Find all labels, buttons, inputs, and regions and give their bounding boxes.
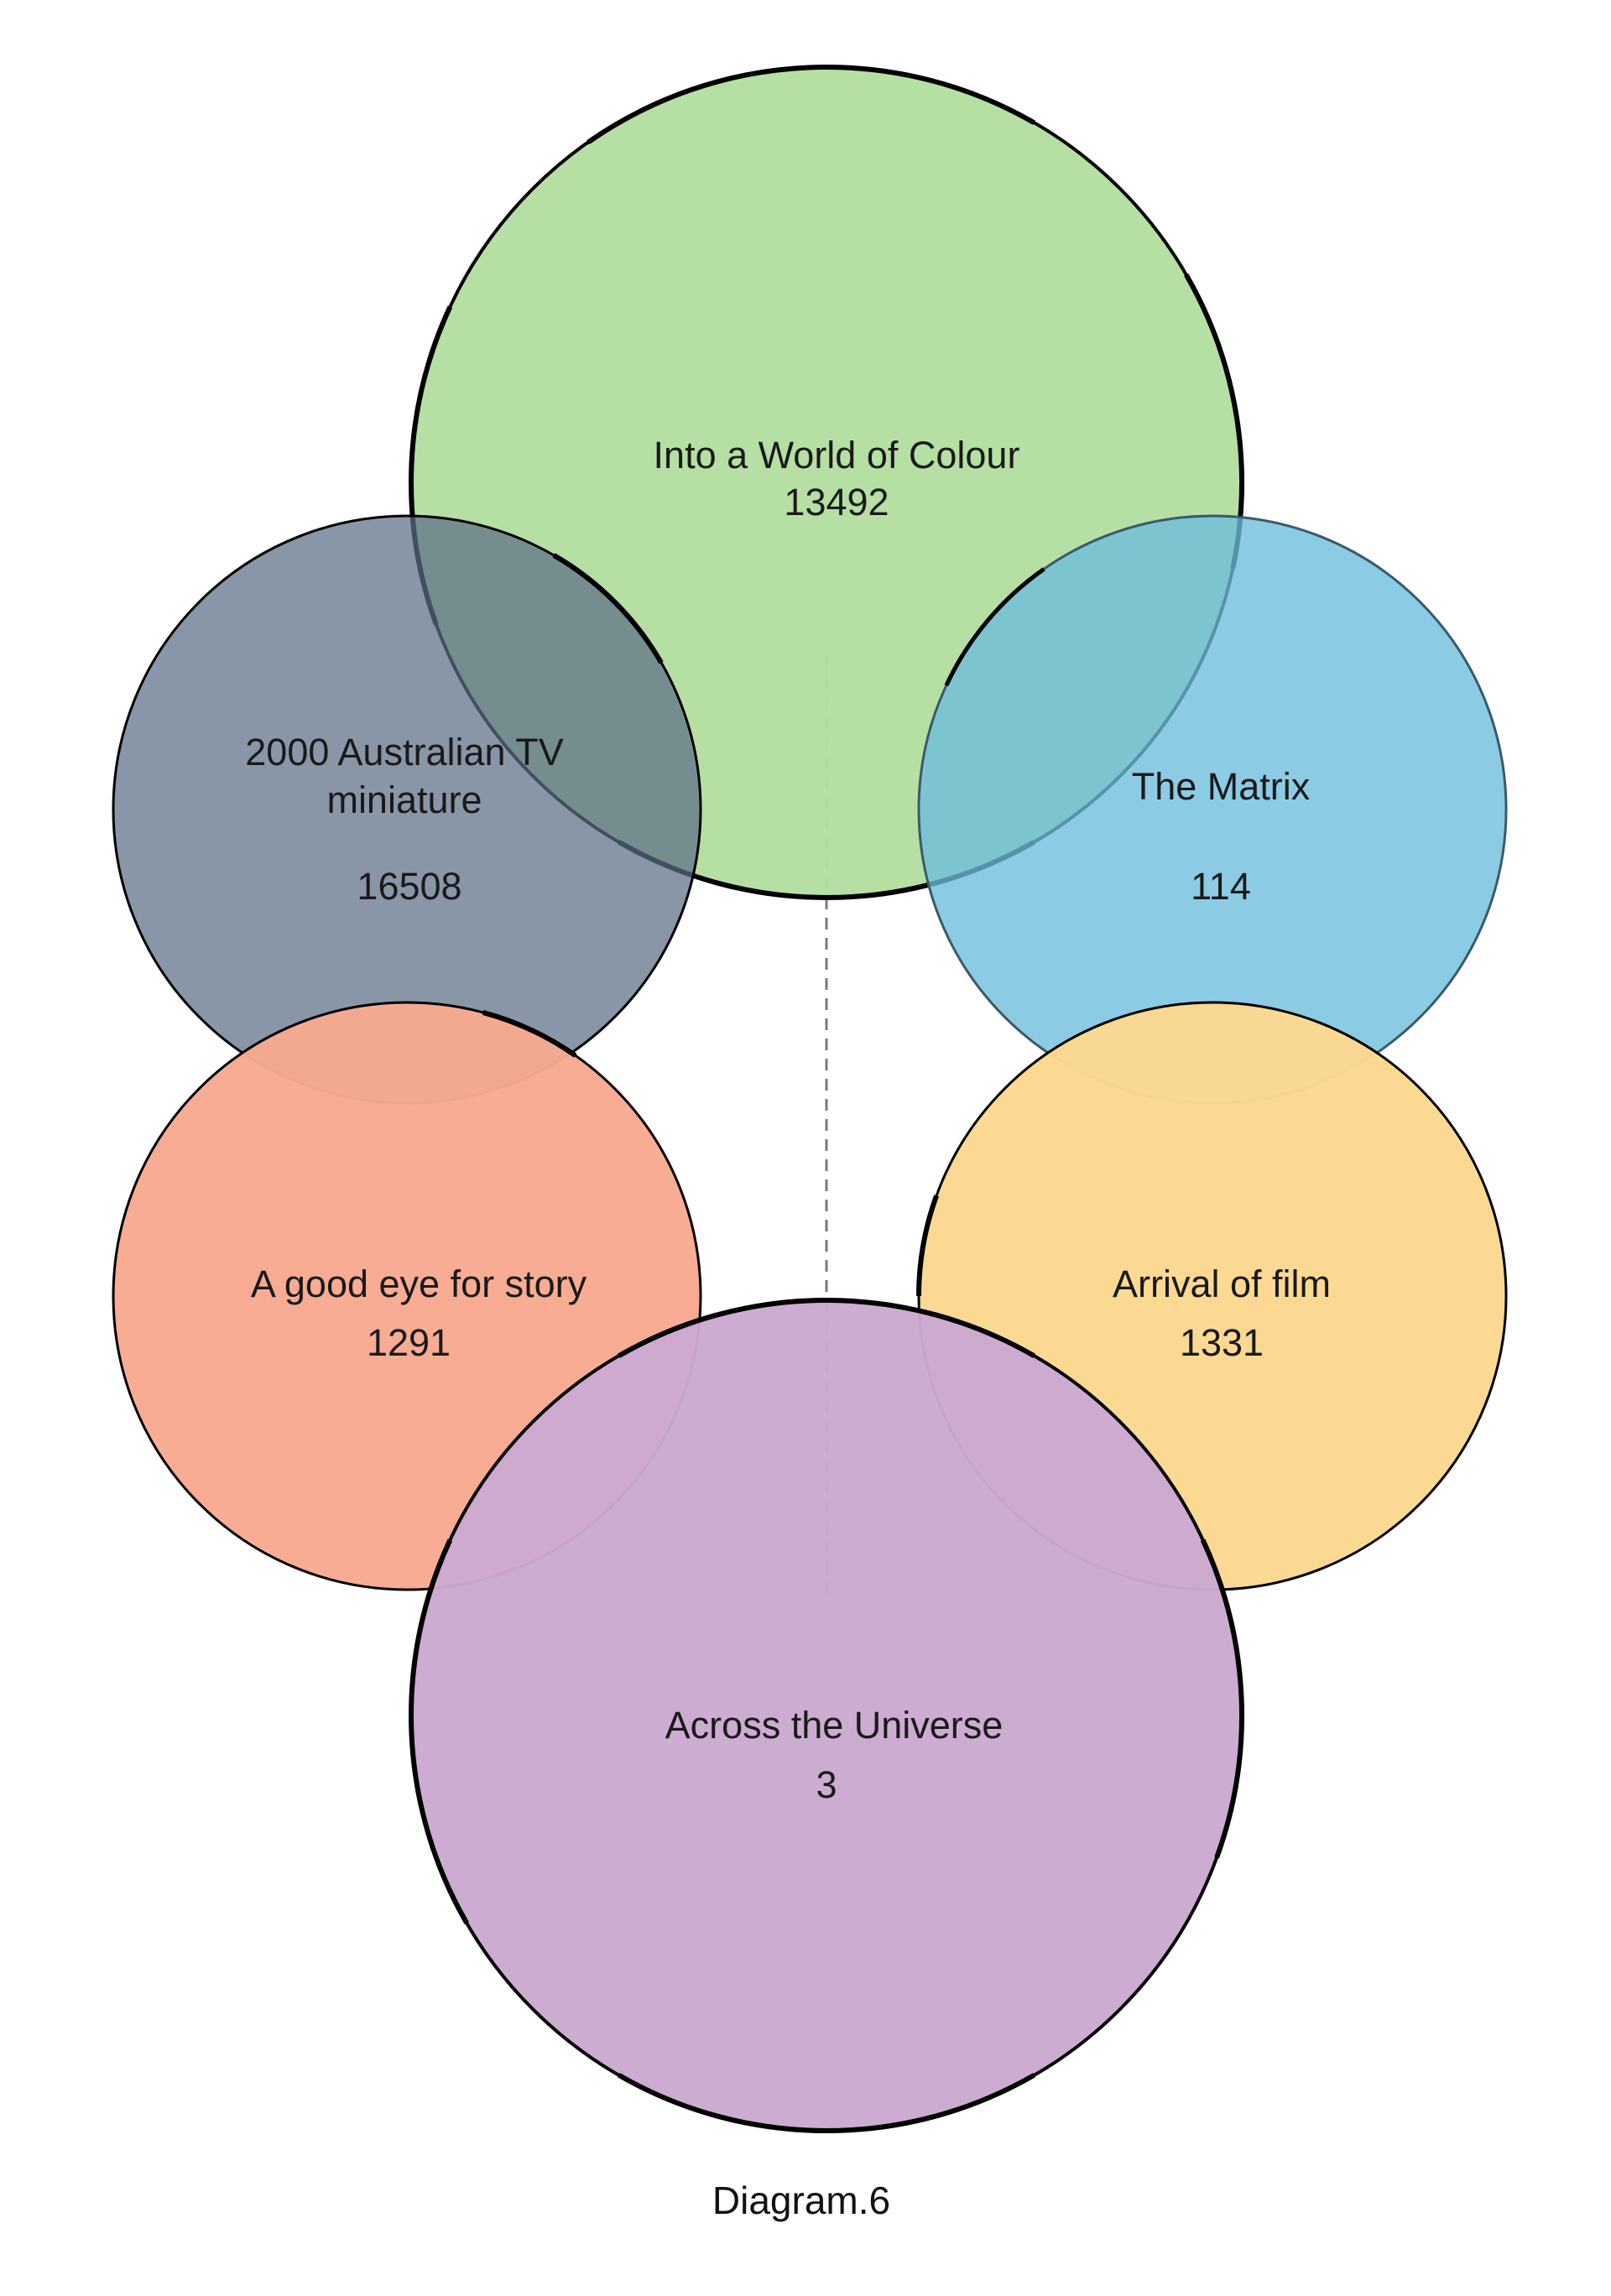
label-top: Into a World of Colour 13492: [654, 434, 1020, 523]
arc-accent-top-1: [587, 65, 1035, 144]
label-right-upper-title: The Matrix: [1132, 765, 1311, 808]
arc-accent-bottom-2: [409, 1538, 469, 1924]
label-right-lower: Arrival of film 1331: [1113, 1263, 1331, 1364]
label-right-lower-title: Arrival of film: [1113, 1263, 1331, 1305]
label-left-upper-value: 16508: [357, 865, 461, 908]
diagram-caption: Diagram.6: [712, 2179, 890, 2222]
label-bottom-title: Across the Universe: [665, 1704, 1004, 1747]
circle-group-right-upper: [917, 514, 1508, 1105]
label-right-upper-value: 114: [1191, 865, 1251, 908]
circle-group-bottom: [409, 1298, 1244, 2133]
label-bottom-value: 3: [816, 1763, 837, 1806]
arc-accent-left-upper-1: [552, 553, 664, 664]
label-left-lower-value: 1291: [367, 1321, 451, 1364]
label-left-lower: A good eye for story 1291: [251, 1263, 587, 1364]
label-right-lower-value: 1331: [1180, 1321, 1264, 1364]
label-left-lower-title: A good eye for story: [251, 1263, 587, 1305]
label-top-title: Into a World of Colour: [654, 434, 1020, 476]
label-right-upper: The Matrix 114: [1132, 765, 1311, 908]
label-left-upper-title-1: 2000 Australian TV: [245, 731, 563, 773]
arc-accent-left-lower-1: [482, 1010, 577, 1058]
label-bottom: Across the Universe 3: [665, 1704, 1004, 1806]
arc-accent-bottom-4: [618, 2073, 1035, 2133]
arc-accent-bottom-1: [618, 1298, 1035, 1358]
arc-accent-right-upper-1: [944, 567, 1045, 687]
label-left-upper-title-2: miniature: [326, 778, 482, 821]
arc-accent-bottom-3: [1200, 1538, 1244, 1859]
arc-accent-right-lower-1: [916, 1195, 939, 1297]
label-top-value: 13492: [784, 481, 889, 523]
label-left-upper: 2000 Australian TV miniature 16508: [245, 731, 563, 908]
